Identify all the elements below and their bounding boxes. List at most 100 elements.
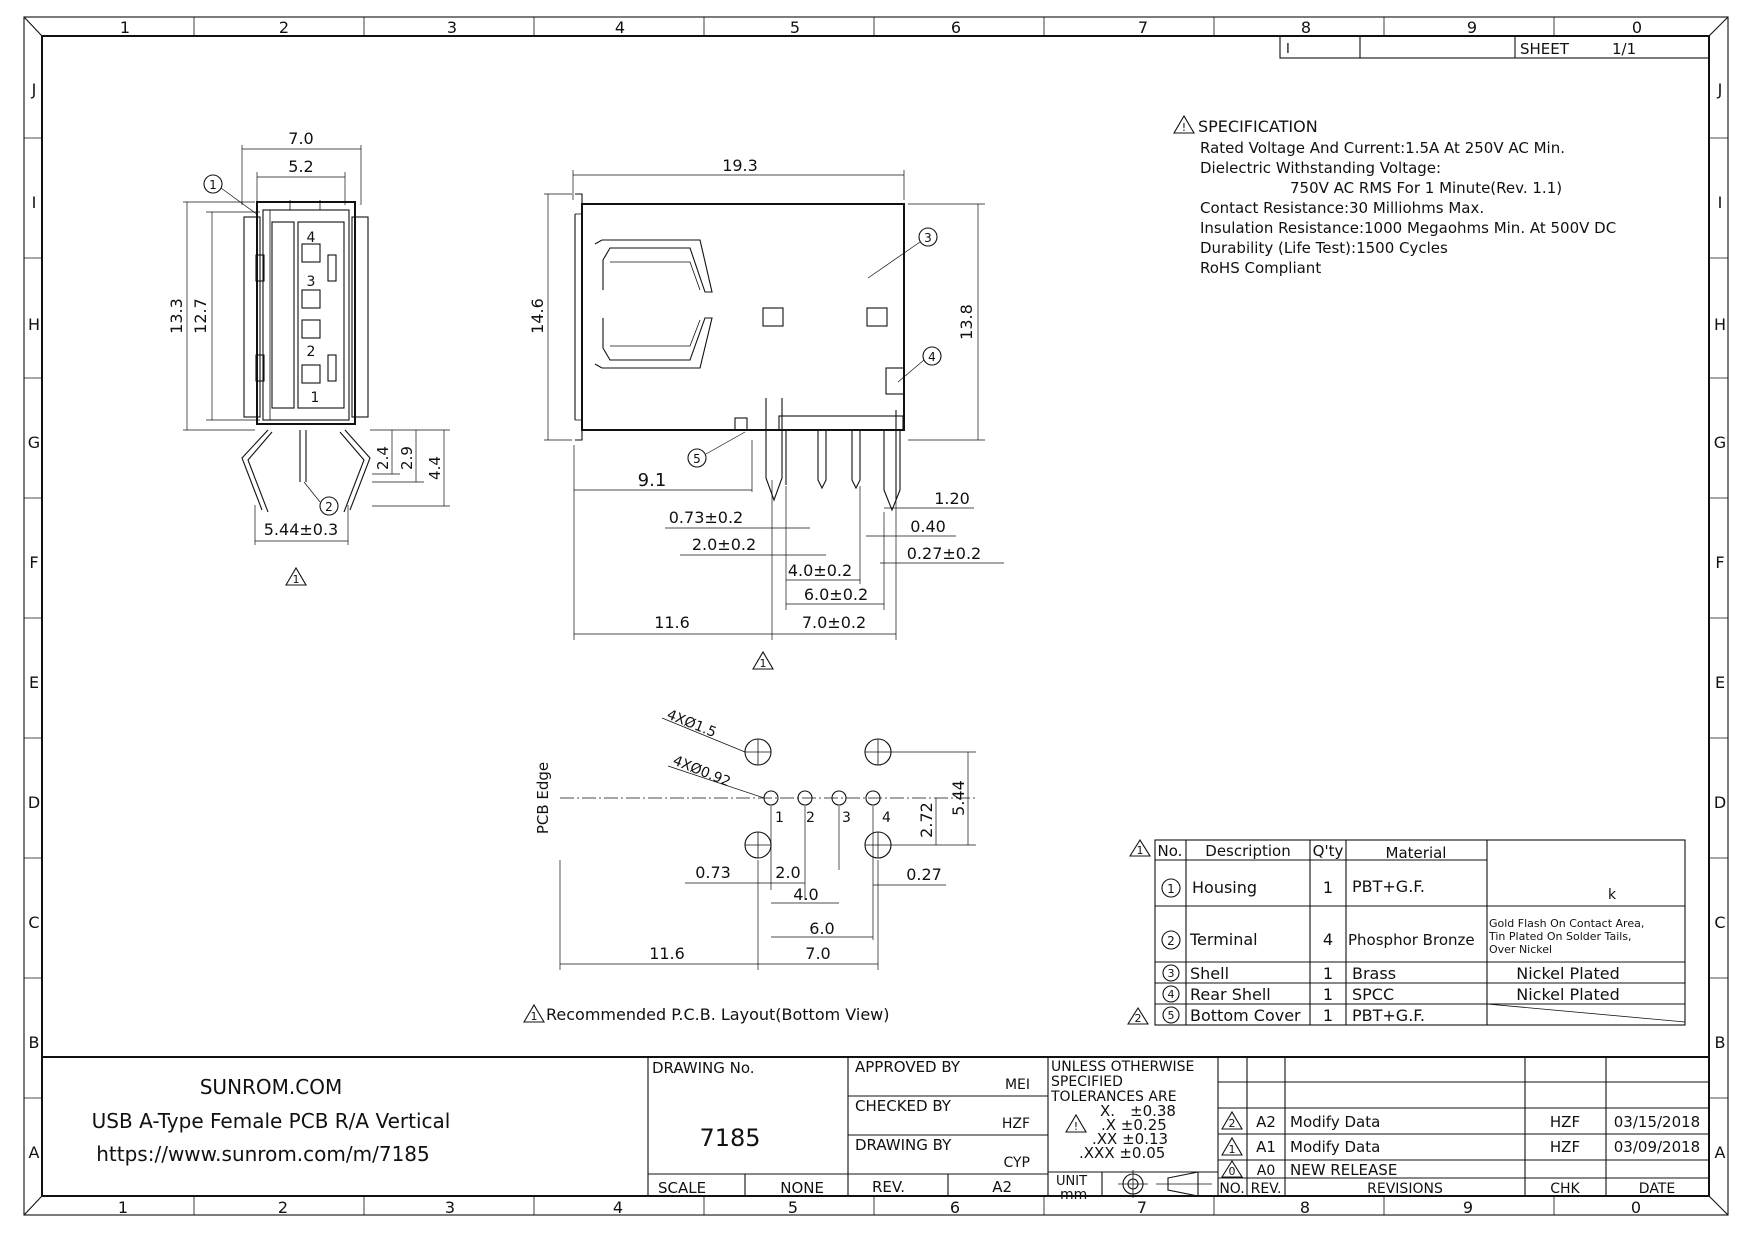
unit-label: UNIT	[1056, 1174, 1087, 1189]
sheet-box: I SHEET 1/1	[1279, 35, 1710, 59]
checked-label: CHECKED BY	[855, 1097, 952, 1115]
callout-number: 4	[928, 350, 936, 364]
rev-header: NO.	[1219, 1181, 1244, 1197]
svg-text:1: 1	[1137, 844, 1144, 857]
tolerance-x: X.	[1100, 1102, 1115, 1120]
grid-col-label: 3	[447, 18, 457, 37]
rev-description: Modify Data	[1290, 1138, 1380, 1156]
drawing-url[interactable]: https://www.sunrom.com/m/7185	[96, 1142, 430, 1166]
callout-circle	[687, 448, 707, 468]
hole-label: 4XØ1.5	[665, 707, 719, 741]
svg-text:!: !	[1074, 1120, 1078, 1133]
rev-date: 03/09/2018	[1614, 1138, 1700, 1156]
grid-row-label: J	[31, 80, 37, 99]
mounting-hole	[744, 831, 772, 859]
drawing-no-label: DRAWING No.	[652, 1059, 755, 1077]
bom-description: Bottom Cover	[1190, 1006, 1301, 1025]
revision-triangle-icon: 1	[285, 566, 307, 586]
bom-material: PBT+G.F.	[1352, 1006, 1425, 1025]
callout-circle	[319, 496, 339, 516]
grid-col-label: 2	[278, 1198, 288, 1217]
projection-symbol-icon	[1118, 1170, 1212, 1198]
front-pin-label: 3	[307, 274, 316, 290]
callout-circle	[203, 174, 223, 194]
grid-col-label: 5	[788, 1198, 798, 1217]
front-pin-label: 1	[311, 390, 320, 406]
bom-no: 2	[1167, 934, 1175, 948]
bom-no: 1	[1167, 882, 1175, 896]
dim-label: 14.6	[528, 298, 547, 334]
rev-label: REV.	[872, 1178, 905, 1196]
grid-row-label: E	[1715, 673, 1725, 692]
revision-triangle-icon: 2	[1127, 1006, 1149, 1025]
dim-label: 11.6	[649, 944, 685, 963]
grid-col-label: 9	[1467, 18, 1477, 37]
rev-code: A0	[1257, 1163, 1275, 1179]
pin-hole	[831, 790, 847, 806]
drawn-label: DRAWING BY	[855, 1136, 952, 1154]
svg-text:1: 1	[293, 573, 300, 586]
mounting-hole	[864, 738, 892, 766]
dim-label: 2.0±0.2	[692, 535, 756, 554]
dim-label: 5.2	[288, 157, 313, 176]
svg-text:0: 0	[1229, 1165, 1236, 1178]
grid-col-label: 1	[118, 1198, 128, 1217]
grid-row-label: C	[1714, 913, 1725, 932]
tolerance-line: TOLERANCES ARE	[1050, 1089, 1177, 1105]
revision-triangle-icon: !	[1065, 1113, 1087, 1133]
svg-text:!: !	[1182, 121, 1186, 134]
grid-row-label: H	[28, 315, 40, 334]
bom-finish-line: Over Nickel	[1489, 943, 1552, 956]
dim-label: 7.0	[288, 129, 313, 148]
dim-label: 0.73±0.2	[669, 508, 743, 527]
side-view: 3 4 5 19.3 14.6 13.8 9.1 1.20 0.73±0.2	[528, 156, 1004, 670]
grid-row-label: J	[1717, 80, 1723, 99]
spec-line: 750V AC RMS For 1 Minute(Rev. 1.1)	[1290, 179, 1562, 197]
revision-triangle-icon: 1	[1221, 1136, 1243, 1156]
title-block: SUNROM.COM USB A-Type Female PCB R/A Ver…	[42, 1056, 1709, 1203]
revision-triangle-icon: !	[1173, 114, 1195, 134]
bom-finish-line: Gold Flash On Contact Area,	[1489, 917, 1644, 930]
pin-hole	[865, 790, 881, 806]
svg-text:1: 1	[531, 1010, 538, 1023]
revision-triangle-icon: 1	[1129, 838, 1151, 857]
unit-value: mm	[1060, 1187, 1087, 1203]
rev-checker: HZF	[1550, 1113, 1580, 1131]
pcb-layout: PCB Edge 1 2 3 4 4XØ1.5 4XØ0.92 2.	[523, 707, 976, 1024]
grid-col-label: 6	[950, 1198, 960, 1217]
rev-description: Modify Data	[1290, 1113, 1380, 1131]
dim-label: 0.27	[906, 865, 942, 884]
grid-col-label: 0	[1632, 18, 1642, 37]
revision-triangle-icon: 1	[523, 1003, 545, 1023]
bom-header: Q'ty	[1313, 842, 1344, 860]
bom-description: Shell	[1190, 964, 1229, 983]
sheet-label: SHEET	[1520, 40, 1570, 58]
bom-table: 1 2 No. Description Q'ty Material 1 Hous…	[1127, 838, 1686, 1026]
rev-code: A1	[1256, 1138, 1276, 1156]
svg-text:1: 1	[760, 657, 767, 670]
bom-qty: 1	[1323, 985, 1333, 1004]
callout-number: 1	[209, 178, 217, 192]
dim-label: 7.0	[805, 944, 830, 963]
bom-finish: Nickel Plated	[1516, 985, 1619, 1004]
checked-value: HZF	[1002, 1116, 1030, 1132]
mounting-hole	[864, 831, 892, 859]
dim-label: 4.0±0.2	[788, 561, 852, 580]
tolerance-line: SPECIFIED	[1051, 1074, 1123, 1090]
rev-header: DATE	[1639, 1181, 1675, 1197]
grid-col-label: 5	[790, 18, 800, 37]
dim-label: 2.9	[398, 446, 416, 470]
grid-row-label: E	[29, 673, 39, 692]
pcb-pin-label: 3	[842, 810, 851, 826]
rev-header: REVISIONS	[1367, 1181, 1443, 1197]
dim-label: 12.7	[191, 298, 210, 334]
spec-line: Rated Voltage And Current:1.5A At 250V A…	[1200, 139, 1565, 157]
bom-header: Material	[1386, 844, 1447, 862]
tolerance-value: .XX ±0.13	[1092, 1130, 1168, 1148]
drawn-value: CYP	[1003, 1155, 1030, 1171]
drawing-no: 7185	[699, 1124, 760, 1152]
bom-description: Terminal	[1189, 930, 1258, 949]
dim-label: 2.4	[374, 446, 392, 470]
specification-block: ! SPECIFICATION Rated Voltage And Curren…	[1173, 114, 1616, 277]
